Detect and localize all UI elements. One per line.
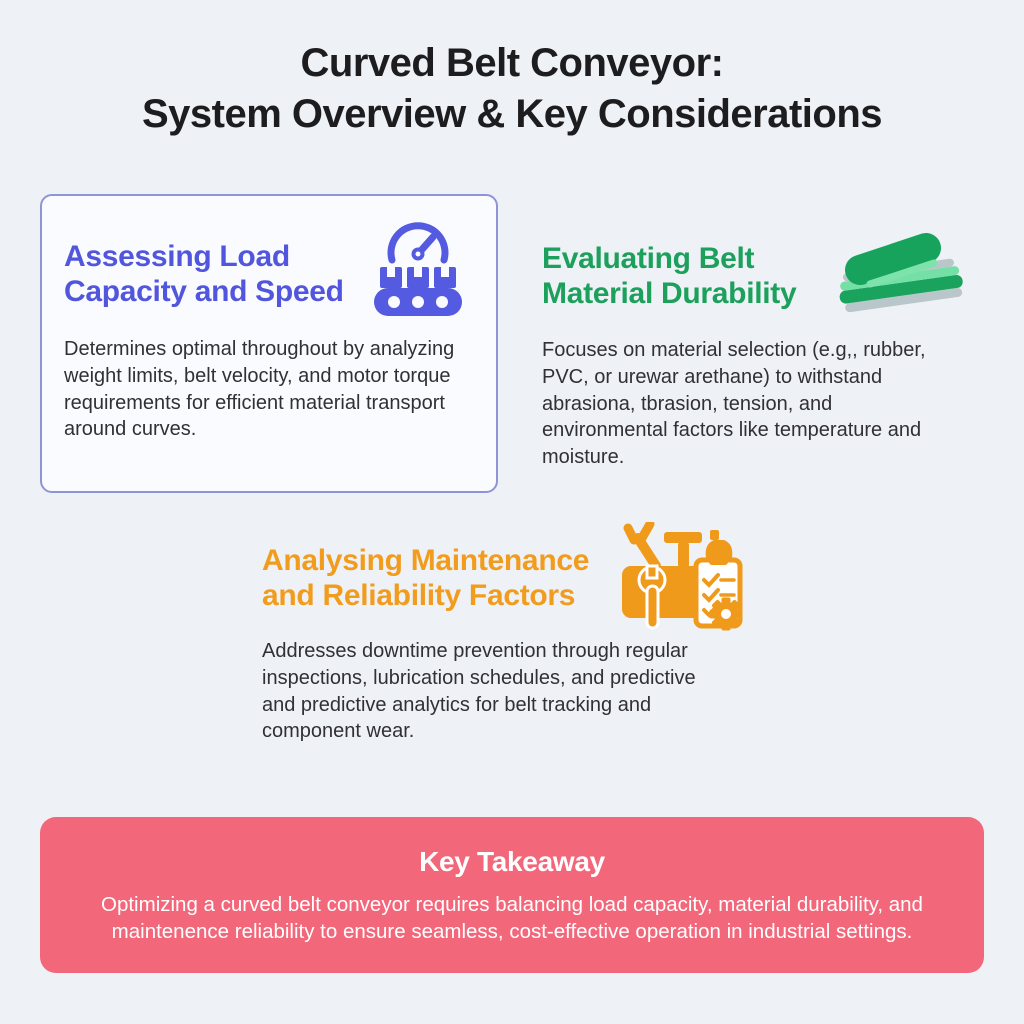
material-title-line1: Evaluating Belt: [542, 242, 755, 275]
maintenance-title-line2: and Reliability Factors: [262, 579, 576, 613]
maintenance-title-line1: Analysing Maintenance: [262, 544, 590, 577]
takeaway-title: Key Takeaway: [419, 846, 605, 877]
maintenance-section-body: Addresses downtime prevention through re…: [262, 640, 696, 743]
load-title-line1: Assessing Load: [64, 240, 290, 273]
maintenance-section-title: Analysing Maintenance and Reliability Fa…: [262, 543, 589, 614]
load-section-title: Assessing Load Capacity and Speed: [64, 239, 344, 310]
material-section-body: Focuses on material selection (e.g,, rub…: [542, 339, 926, 469]
conveyor-speed-icon: [372, 214, 464, 325]
belt-layers-icon: [828, 226, 970, 321]
page-title-line1: Curved Belt Conveyor:: [300, 41, 724, 85]
page-title: Curved Belt Conveyor: System Overview & …: [0, 38, 1024, 140]
material-section-title: Evaluating Belt Material Durability: [542, 241, 797, 312]
takeaway-body: Optimizing a curved belt conveyor requir…: [101, 893, 923, 944]
load-title-line2: Capacity and Speed: [64, 275, 344, 309]
load-section-body: Determines optimal throughout by analyzi…: [64, 338, 455, 441]
maintenance-tools-icon: [616, 519, 746, 641]
material-title-line2: Material Durability: [542, 277, 797, 311]
load-section-card: [40, 194, 498, 493]
takeaway-panel: Key Takeaway Optimizing a curved belt co…: [40, 817, 984, 973]
page-title-line2: System Overview & Key Considerations: [141, 91, 883, 136]
